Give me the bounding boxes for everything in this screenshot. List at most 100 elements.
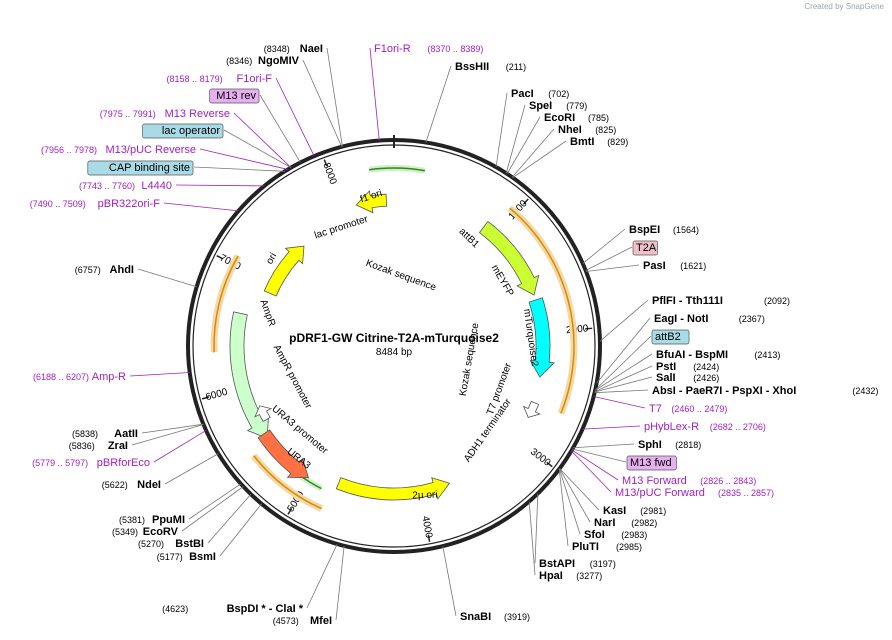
- inner-label-2: attB1: [457, 226, 482, 250]
- right-label-26: PluTI(2985): [572, 541, 642, 553]
- right-label-3: SpeI(779): [529, 100, 587, 112]
- label-position: (8370 .. 8389): [427, 44, 483, 54]
- label-position: (5177): [157, 552, 183, 562]
- orf-arcs: [210, 165, 578, 512]
- feature-1: [263, 245, 305, 297]
- label-position: (785): [588, 113, 609, 123]
- snapgene-watermark: Created by SnapGene: [804, 2, 884, 11]
- label-position: (5381): [119, 515, 145, 525]
- right-label-16: AbsI - PaeR7I - PspXI - XhoI(2432): [652, 385, 878, 397]
- tick-label-6000: 6000: [204, 387, 229, 404]
- right-leader-12: [594, 335, 652, 391]
- orf-line-2: [253, 455, 322, 510]
- left-label-8: L4440 (7743 .. 7760): [79, 180, 172, 192]
- label-position: (5838): [72, 429, 98, 439]
- promoter-arrow-0: [522, 400, 542, 418]
- label-name: T7: [649, 403, 662, 415]
- label-position: (2835 .. 2857): [718, 488, 774, 498]
- label-name: EcoRI: [544, 112, 575, 124]
- tick-label-2000: 2000: [566, 323, 590, 336]
- label-name: PasI: [643, 260, 666, 272]
- label-position: (7956 .. 7978): [41, 145, 97, 155]
- label-name: M13 rev: [216, 90, 256, 102]
- right-label-18: pHybLex-R(2682 .. 2706): [644, 421, 766, 433]
- tick-1000: [522, 198, 529, 205]
- label-name: MfeI: [310, 615, 332, 627]
- tick-label-4000: 4000: [419, 515, 434, 539]
- feature-3: [257, 429, 310, 479]
- left-label-20: BspDI * - ClaI *(4623): [162, 603, 304, 615]
- label-position: (8158 .. 8179): [167, 74, 223, 84]
- label-position: (2982): [631, 518, 657, 528]
- label-name: AbsI - PaeR7I - PspXI - XhoI: [652, 385, 796, 397]
- right-leader-24: [559, 468, 591, 523]
- left-label-4: M13 Reverse (7975 .. 7991): [100, 108, 230, 120]
- right-leader-11: [596, 317, 651, 384]
- label-name: SalI: [656, 372, 676, 384]
- label-name: CAP binding site: [109, 162, 190, 174]
- label-box: [209, 88, 260, 104]
- label-position: (7975 .. 7991): [100, 109, 156, 119]
- label-position: (3277): [576, 571, 602, 581]
- label-position: (1564): [673, 225, 699, 235]
- label-name: NdeI: [137, 479, 161, 491]
- label-name: BstBI: [175, 538, 204, 550]
- label-name: pHybLex-R: [644, 421, 699, 433]
- right-label-6: BmtI(829): [570, 136, 628, 148]
- label-box: [626, 455, 677, 471]
- left-leader-6: [199, 148, 288, 170]
- feature-label-5: mEYFP: [489, 263, 516, 299]
- map-title: pDRF1-GW Citrine-T2A-mTurquoise2: [289, 331, 499, 345]
- label-name: L4440: [141, 180, 172, 192]
- right-label-4: EcoRI (785): [544, 112, 609, 124]
- left-label-21: MfeI(4573): [273, 615, 332, 627]
- label-position: (2424): [693, 362, 719, 372]
- label-position: (2985): [616, 542, 642, 552]
- label-position: (2367): [739, 314, 765, 324]
- label-position: (2426): [693, 373, 719, 383]
- label-position: (5270): [138, 539, 164, 549]
- label-name: pBRforEco: [97, 457, 150, 469]
- label-position: (6757): [75, 265, 101, 275]
- right-label-9: PasI(1621): [643, 260, 706, 272]
- left-leader-0: [326, 47, 343, 147]
- label-name: EagI - NotI: [654, 313, 708, 325]
- right-leader-16: [594, 389, 649, 394]
- right-leader-13: [594, 353, 653, 391]
- label-name: BstAPI: [539, 558, 575, 570]
- right-leader-10: [599, 299, 649, 342]
- tick-3000: [546, 461, 553, 468]
- right-leader-8: [585, 246, 633, 271]
- left-label-7: CAP binding site: [87, 160, 194, 176]
- right-label-28: HpaI(3277): [539, 570, 602, 582]
- left-leader-11: [129, 372, 190, 377]
- right-label-0: F1ori-R(8370 .. 8389): [374, 43, 483, 55]
- label-position: (2818): [675, 440, 701, 450]
- label-name: AhdI: [110, 264, 134, 276]
- left-label-14: pBRforEco(5779 .. 5797): [32, 457, 150, 469]
- left-label-0: NaeI(8348): [264, 43, 323, 55]
- label-position: (825): [595, 125, 616, 135]
- left-leader-1: [302, 59, 343, 147]
- label-position: (4623): [162, 604, 188, 614]
- label-name: attB2: [655, 331, 681, 343]
- label-name: M13 fwd: [630, 457, 672, 469]
- right-leader-20: [572, 448, 627, 463]
- label-position: (7490 .. 7509): [30, 199, 86, 209]
- left-label-15: NdeI(5622): [102, 479, 161, 491]
- right-label-20: M13 fwd: [626, 455, 677, 471]
- label-name: PstI: [656, 361, 676, 373]
- right-leader-22: [571, 450, 612, 493]
- tick-label-8000: 8000: [320, 161, 338, 186]
- label-position: (8346): [226, 56, 252, 66]
- label-name: BmtI: [570, 136, 594, 148]
- left-label-1: NgoMIV(8346): [226, 55, 299, 67]
- left-leader-4: [233, 112, 292, 168]
- right-leader-25: [558, 468, 581, 535]
- label-name: M13 Reverse: [165, 108, 230, 120]
- label-position: (7743 .. 7760): [79, 181, 135, 191]
- orf-line-1: [213, 255, 239, 353]
- left-label-6: M13/pUC Reverse(7956 .. 7978): [41, 144, 196, 156]
- feature-6: [528, 297, 556, 378]
- label-position: (211): [506, 62, 526, 72]
